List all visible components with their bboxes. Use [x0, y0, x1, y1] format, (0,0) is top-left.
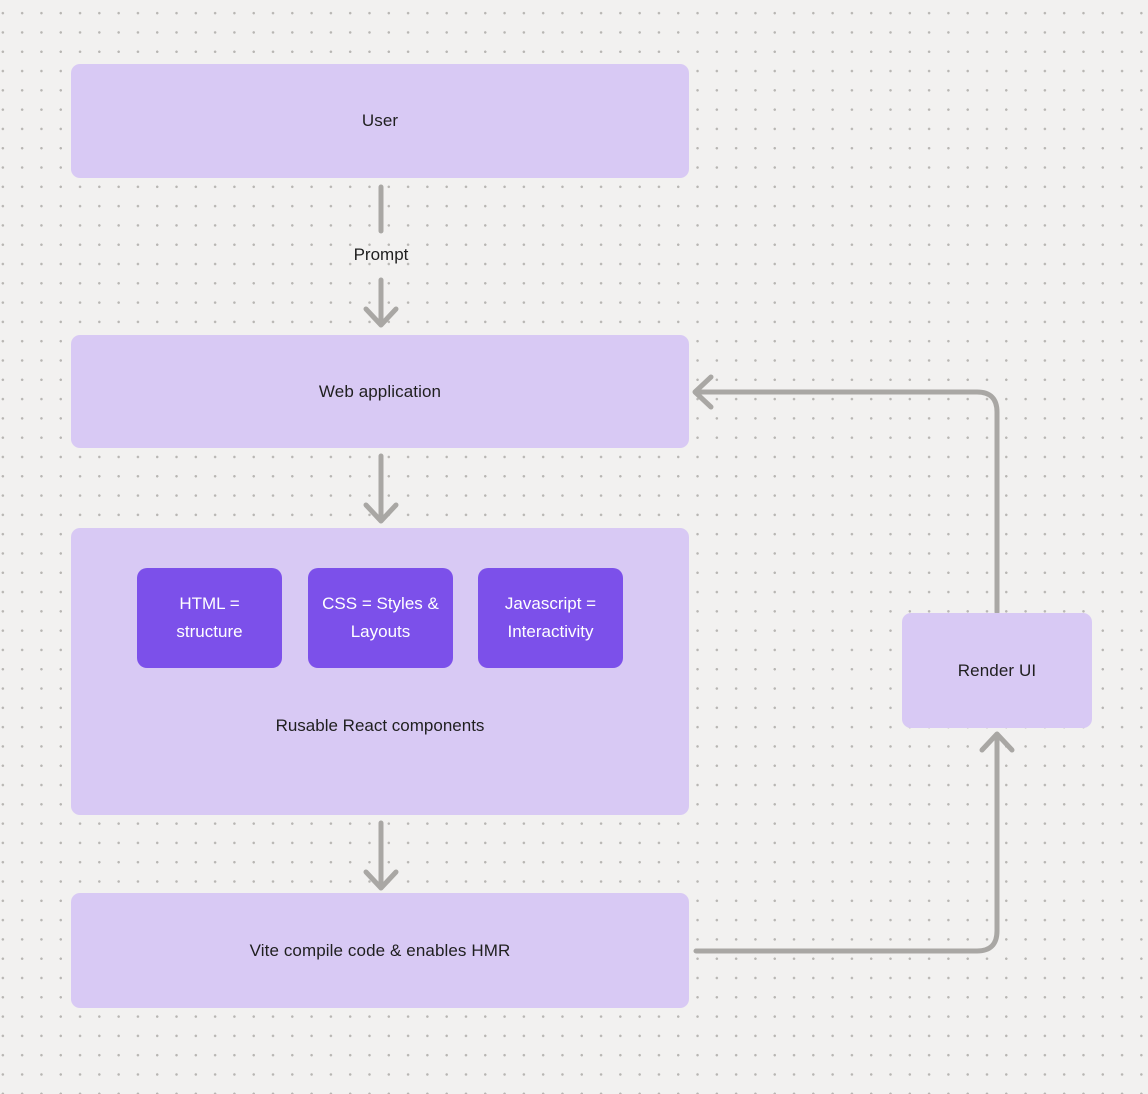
arrow-components-to-vite	[363, 820, 399, 891]
edge-label-prompt: Prompt	[353, 245, 409, 264]
chip-javascript-label: Javascript = Interactivity	[504, 594, 597, 641]
node-render-ui: Render UI	[902, 613, 1092, 728]
arrow-render-ui-to-web-application	[692, 374, 1000, 615]
arrow-vite-to-render-ui	[693, 731, 1015, 954]
chip-css: CSS = Styles & Layouts	[308, 568, 453, 668]
node-vite-label: Vite compile code & enables HMR	[249, 940, 511, 960]
chip-css-label: CSS = Styles & Layouts	[322, 594, 439, 641]
node-user-label: User	[361, 111, 399, 130]
chip-html: HTML = structure	[137, 568, 282, 668]
node-web-application-label: Web application	[318, 381, 442, 401]
node-render-ui-label: Render UI	[957, 660, 1037, 680]
chip-html-label: HTML = structure	[176, 594, 243, 641]
node-web-application: Web application	[71, 335, 689, 448]
node-user: User	[71, 64, 689, 178]
components-group-label: Rusable React components	[275, 716, 485, 735]
chip-javascript: Javascript = Interactivity	[478, 568, 623, 668]
node-vite: Vite compile code & enables HMR	[71, 893, 689, 1008]
arrow-web-application-to-components	[363, 453, 399, 524]
